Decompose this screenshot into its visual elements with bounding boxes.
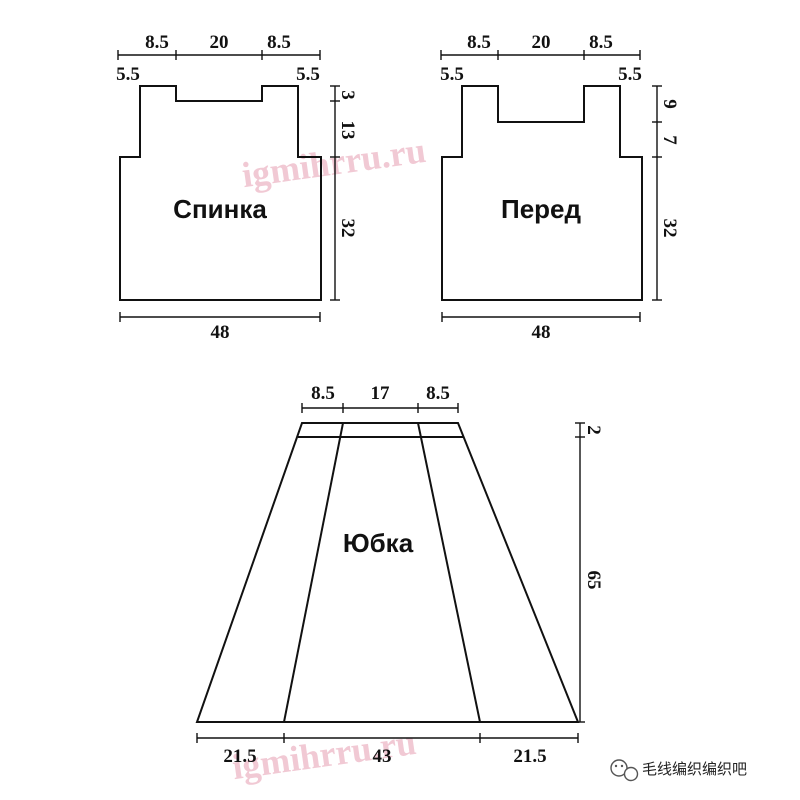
- skirt-side-dim-bottom: 65: [583, 571, 604, 590]
- skirt-bottom-dim-right: 21.5: [513, 746, 546, 767]
- skirt-side-dim-top: 2: [583, 425, 604, 435]
- front-top-dim-center: 20: [532, 32, 551, 53]
- skirt-top-dim-right: 8.5: [426, 383, 450, 404]
- skirt-panel-seam-right: [417, 422, 481, 723]
- back-top-dim-center: 20: [210, 32, 229, 53]
- skirt-bottom-dim-left: 21.5: [223, 746, 256, 767]
- source-text: 毛线编织编织吧: [642, 760, 747, 778]
- back-top-dim-left: 8.5: [145, 32, 169, 53]
- front-piece: Перед 8.5 20 8.5 5.5 5.5 9 7 32 48: [440, 32, 680, 343]
- front-side-dim-top: 9: [659, 99, 680, 109]
- front-bottom-dim: 48: [532, 322, 551, 343]
- skirt-piece: Юбка 8.5 17 8.5 2 65 21.5 43 21.5: [195, 383, 604, 767]
- back-label: Спинка: [173, 194, 267, 224]
- back-shoulder-dim-right: 5.5: [296, 64, 320, 85]
- front-top-dim-left: 8.5: [467, 32, 491, 53]
- skirt-top-dim-left: 8.5: [311, 383, 335, 404]
- front-shoulder-dim-left: 5.5: [440, 64, 464, 85]
- front-side-dim-middle: 7: [659, 135, 680, 145]
- front-shoulder-dim-right: 5.5: [618, 64, 642, 85]
- watermark-top: igmihrru.ru: [239, 130, 428, 195]
- front-outline: [441, 85, 643, 301]
- wechat-icon: [610, 759, 639, 782]
- front-top-dim-right: 8.5: [589, 32, 613, 53]
- skirt-top-dim-center: 17: [371, 383, 391, 404]
- back-bottom-dim: 48: [211, 322, 230, 343]
- back-top-dim-right: 8.5: [267, 32, 291, 53]
- back-side-dim-top: 3: [337, 90, 358, 100]
- source-badge: 毛线编织编织吧: [610, 759, 747, 782]
- skirt-label: Юбка: [343, 528, 414, 558]
- skirt-bottom-dim-center: 43: [373, 746, 392, 767]
- back-piece: Спинка 8.5 20 8.5 5.5 5.5 3 13 32 48: [116, 32, 358, 343]
- back-side-dim-middle: 13: [337, 121, 358, 140]
- back-outline: [119, 85, 322, 301]
- skirt-panel-seam-left: [283, 422, 344, 723]
- front-side-dim-bottom: 32: [659, 219, 680, 238]
- back-shoulder-dim-left: 5.5: [116, 64, 140, 85]
- skirt-outline: [195, 422, 580, 723]
- front-label: Перед: [501, 194, 581, 224]
- back-side-dim-bottom: 32: [337, 219, 358, 238]
